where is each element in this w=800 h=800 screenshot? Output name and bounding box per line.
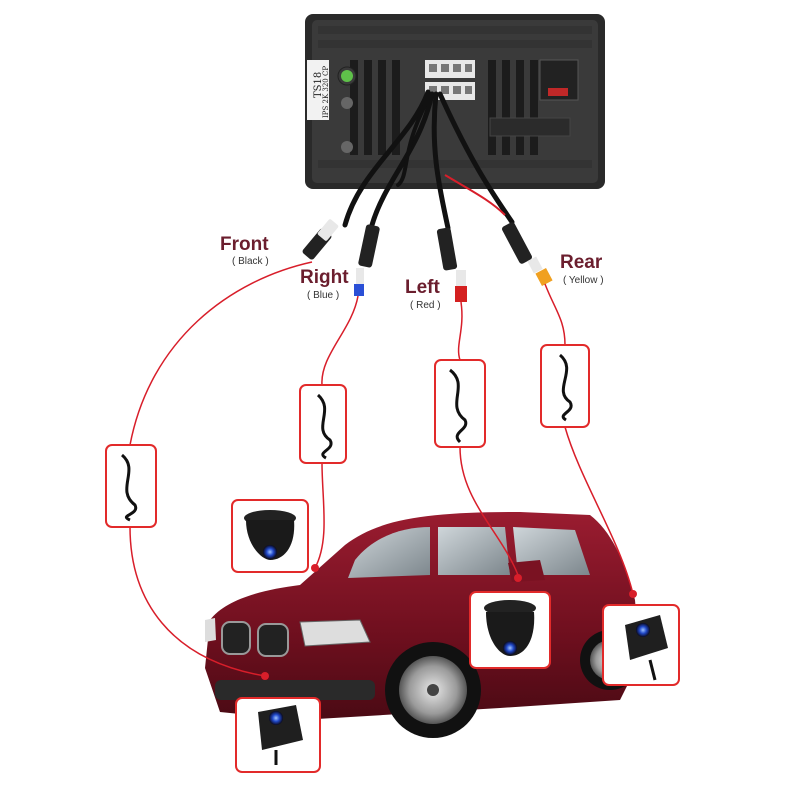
rear-extension-cable — [540, 344, 590, 428]
front-extension-cable — [105, 444, 157, 528]
label-right: Right ( Blue ) — [300, 267, 349, 301]
rear-plug — [502, 222, 553, 286]
label-left: Left ( Red ) — [405, 277, 441, 311]
leader-lines — [129, 261, 634, 677]
rear-camera — [602, 604, 680, 686]
label-front: Front ( Black ) — [220, 234, 269, 267]
label-rear-name: Rear — [560, 252, 603, 273]
right-camera — [231, 499, 309, 573]
label-right-color: ( Blue ) — [307, 290, 339, 301]
left-plug — [436, 227, 467, 302]
label-rear: Rear ( Yellow ) — [560, 252, 604, 286]
right-plug — [354, 224, 380, 296]
head-unit-spec: IPS 2K 320 CP — [322, 66, 330, 118]
head-unit-model: TS18 — [313, 72, 324, 98]
label-rear-color: ( Yellow ) — [563, 275, 604, 286]
label-front-color: ( Black ) — [232, 256, 269, 267]
label-left-name: Left — [405, 277, 441, 298]
leader-dots — [261, 564, 637, 680]
front-plug — [302, 219, 339, 260]
front-camera — [235, 697, 321, 773]
head-unit: TS18 IPS 2K 320 CP — [305, 14, 605, 189]
label-left-color: ( Red ) — [410, 300, 441, 311]
wiring-harness — [342, 89, 515, 231]
right-extension-cable — [299, 384, 347, 464]
left-extension-cable — [434, 359, 486, 448]
label-right-name: Right — [300, 267, 349, 288]
label-front-name: Front — [220, 234, 269, 255]
left-camera — [469, 591, 551, 669]
